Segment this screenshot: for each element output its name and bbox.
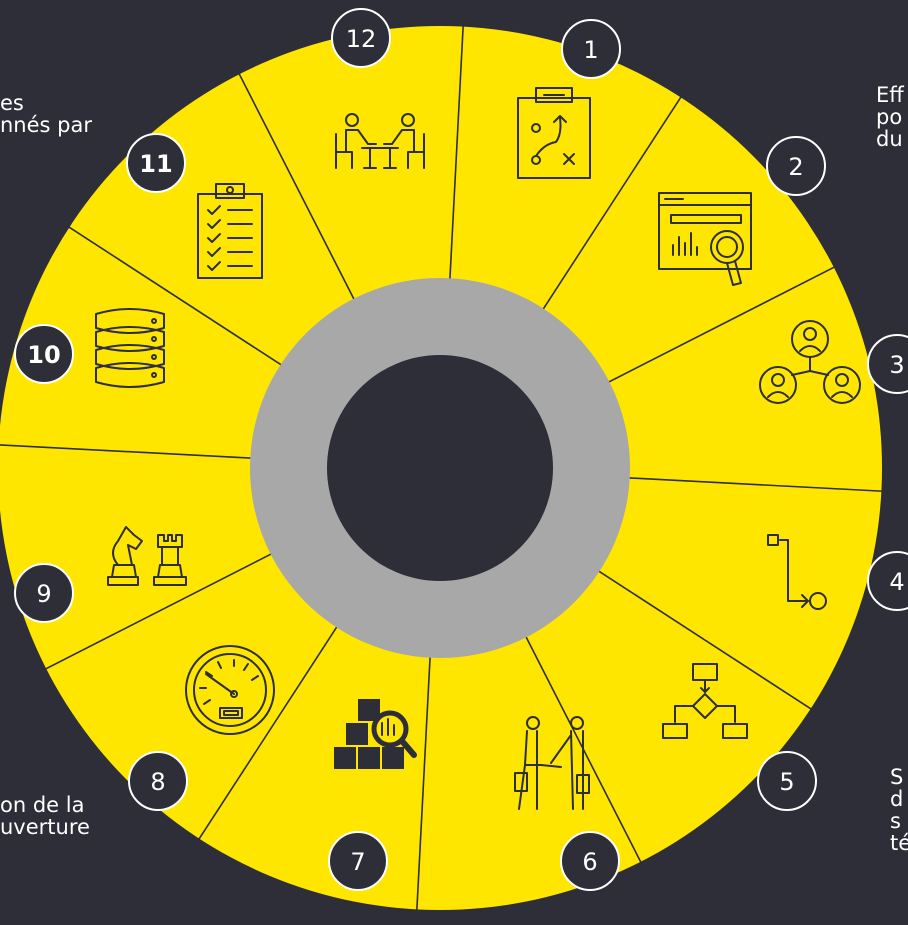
badge-number: 8 xyxy=(150,768,165,796)
badge-circle xyxy=(126,133,186,193)
handshake-icon xyxy=(514,716,590,810)
badge-circle xyxy=(14,324,74,384)
badge-circle xyxy=(128,751,188,811)
segment-divider xyxy=(0,444,261,460)
segment-divider xyxy=(67,225,290,371)
badge-12: 12 xyxy=(331,8,391,68)
process-flow-arrow-icon xyxy=(767,534,827,610)
checklist-clipboard-icon xyxy=(197,183,263,279)
bottom-left-text: on de la uverture xyxy=(0,793,90,839)
badge-circle xyxy=(766,136,826,196)
speedometer-icon xyxy=(185,645,275,735)
badge-7: 7 xyxy=(328,831,388,891)
meeting-table-icon xyxy=(335,113,425,169)
strategy-clipboard-icon xyxy=(517,87,591,179)
badge-number: 5 xyxy=(779,768,794,796)
segment-divider xyxy=(590,565,813,711)
top-left-text: es nnés par xyxy=(0,91,92,137)
badge-8: 8 xyxy=(128,751,188,811)
badge-circle xyxy=(867,334,908,394)
chess-pieces-icon xyxy=(107,526,187,586)
badge-number: 2 xyxy=(788,153,803,181)
badge-5: 5 xyxy=(757,751,817,811)
badge-number: 12 xyxy=(346,25,377,53)
segment-dividers xyxy=(0,24,884,912)
segment-divider xyxy=(44,549,280,671)
badge-number: 6 xyxy=(582,848,597,876)
segment-divider xyxy=(521,628,643,864)
badge-number: 10 xyxy=(27,341,60,369)
boxes-search-icon xyxy=(334,699,417,769)
segment-divider xyxy=(197,618,343,841)
badge-3: 3 xyxy=(867,334,908,394)
web-analytics-magnifier-icon xyxy=(658,192,752,286)
badge-circle xyxy=(757,751,817,811)
badge-circle xyxy=(560,831,620,891)
badge-number: 7 xyxy=(350,848,365,876)
center-hole xyxy=(327,355,553,581)
segment-divider xyxy=(537,95,683,318)
badge-circle xyxy=(867,551,908,611)
segment-divider xyxy=(619,476,884,493)
top-right-text: Eff po du xyxy=(876,83,904,151)
people-network-icon xyxy=(759,320,861,404)
badge-6: 6 xyxy=(560,831,620,891)
badge-4: 4 xyxy=(867,551,908,611)
badge-11: 11 xyxy=(126,133,186,193)
badge-number: 9 xyxy=(36,580,51,608)
badge-number: 11 xyxy=(139,150,172,178)
flowchart-icon xyxy=(662,663,748,739)
badge-number: 4 xyxy=(889,568,904,596)
segment-divider xyxy=(415,647,432,912)
database-icon xyxy=(95,308,165,388)
segment-divider xyxy=(600,265,836,387)
badge-circle xyxy=(331,8,391,68)
badge-1: 1 xyxy=(561,19,621,79)
badge-circle xyxy=(14,563,74,623)
badge-circle xyxy=(328,831,388,891)
badge-9: 9 xyxy=(14,563,74,623)
segment-divider xyxy=(237,72,359,308)
badge-circle xyxy=(561,19,621,79)
segment-divider xyxy=(448,24,465,289)
badge-10: 10 xyxy=(14,324,74,384)
badge-2: 2 xyxy=(766,136,826,196)
badge-number: 3 xyxy=(889,351,904,379)
badge-number: 1 xyxy=(583,36,598,64)
bottom-right-text: S d s té xyxy=(890,765,908,855)
